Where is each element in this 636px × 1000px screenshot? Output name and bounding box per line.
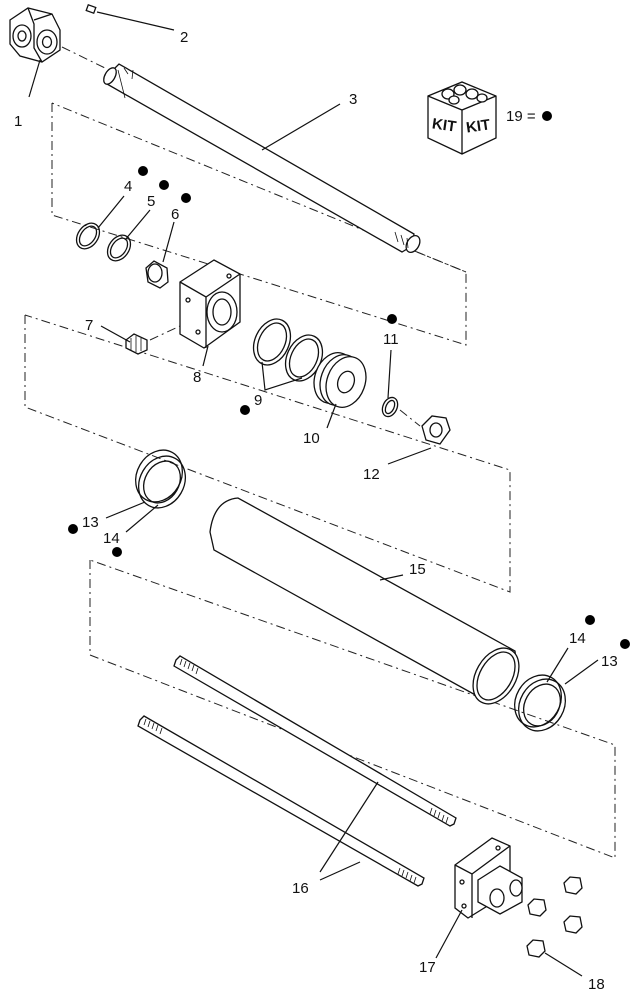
kit-word-left: KIT <box>431 115 457 135</box>
part-10-piston <box>313 352 367 408</box>
assembly-boundary-middle <box>24 314 511 593</box>
part-16-tie-rod-lower <box>137 715 425 887</box>
part-17-cap-end <box>454 837 523 919</box>
part-5-o-ring <box>106 234 132 262</box>
label-part-11: 11 <box>383 331 399 348</box>
kit-word-right: KIT <box>465 116 491 136</box>
part-8-rod-guide <box>179 259 241 349</box>
part-number-labels: 1 2 3 4 5 6 7 8 9 10 11 12 13 14 15 14 1… <box>14 29 618 993</box>
part-4-o-ring <box>75 222 101 250</box>
part-7-set-screw <box>125 333 148 355</box>
label-part-1: 1 <box>14 113 22 130</box>
part-12-hex-nut <box>421 415 451 445</box>
leader-lines <box>28 11 599 977</box>
part-15-barrel <box>209 497 520 705</box>
label-part-14-left: 14 <box>103 530 120 547</box>
label-part-5: 5 <box>147 193 155 210</box>
label-part-14-right: 14 <box>569 630 586 647</box>
label-part-3: 3 <box>349 91 357 108</box>
part-18-nuts <box>526 876 583 958</box>
part-13-14-rings-right <box>513 674 567 732</box>
label-part-16: 16 <box>292 880 309 897</box>
part-16-tie-rod-upper <box>173 655 457 827</box>
assembly-boundary-lower <box>89 559 616 859</box>
label-part-6: 6 <box>171 206 179 223</box>
kit-item-markers <box>68 166 630 649</box>
part-3-piston-rod <box>103 63 421 254</box>
label-part-8: 8 <box>193 369 201 386</box>
label-part-17: 17 <box>419 959 436 976</box>
label-part-18: 18 <box>588 976 605 993</box>
part-2-grease-fitting <box>85 3 97 15</box>
label-part-7: 7 <box>85 317 93 334</box>
part-13-14-rings-left <box>134 449 187 509</box>
part-1-rod-clevis <box>9 7 61 63</box>
label-part-10: 10 <box>303 430 320 447</box>
part-11-o-ring <box>381 396 399 418</box>
label-part-13-left: 13 <box>82 514 99 531</box>
kit-legend-marker <box>542 111 552 121</box>
part-6-bushing <box>145 260 169 289</box>
kit-box-icon: KIT KIT <box>427 81 497 155</box>
assembly-boundary-upper <box>51 102 467 346</box>
label-part-2: 2 <box>180 29 188 46</box>
label-part-13-right: 13 <box>601 653 618 670</box>
label-part-4: 4 <box>124 178 132 195</box>
label-part-9: 9 <box>254 392 262 409</box>
label-part-12: 12 <box>363 466 380 483</box>
kit-legend-text: 19 = <box>506 108 536 125</box>
label-part-15: 15 <box>409 561 426 578</box>
